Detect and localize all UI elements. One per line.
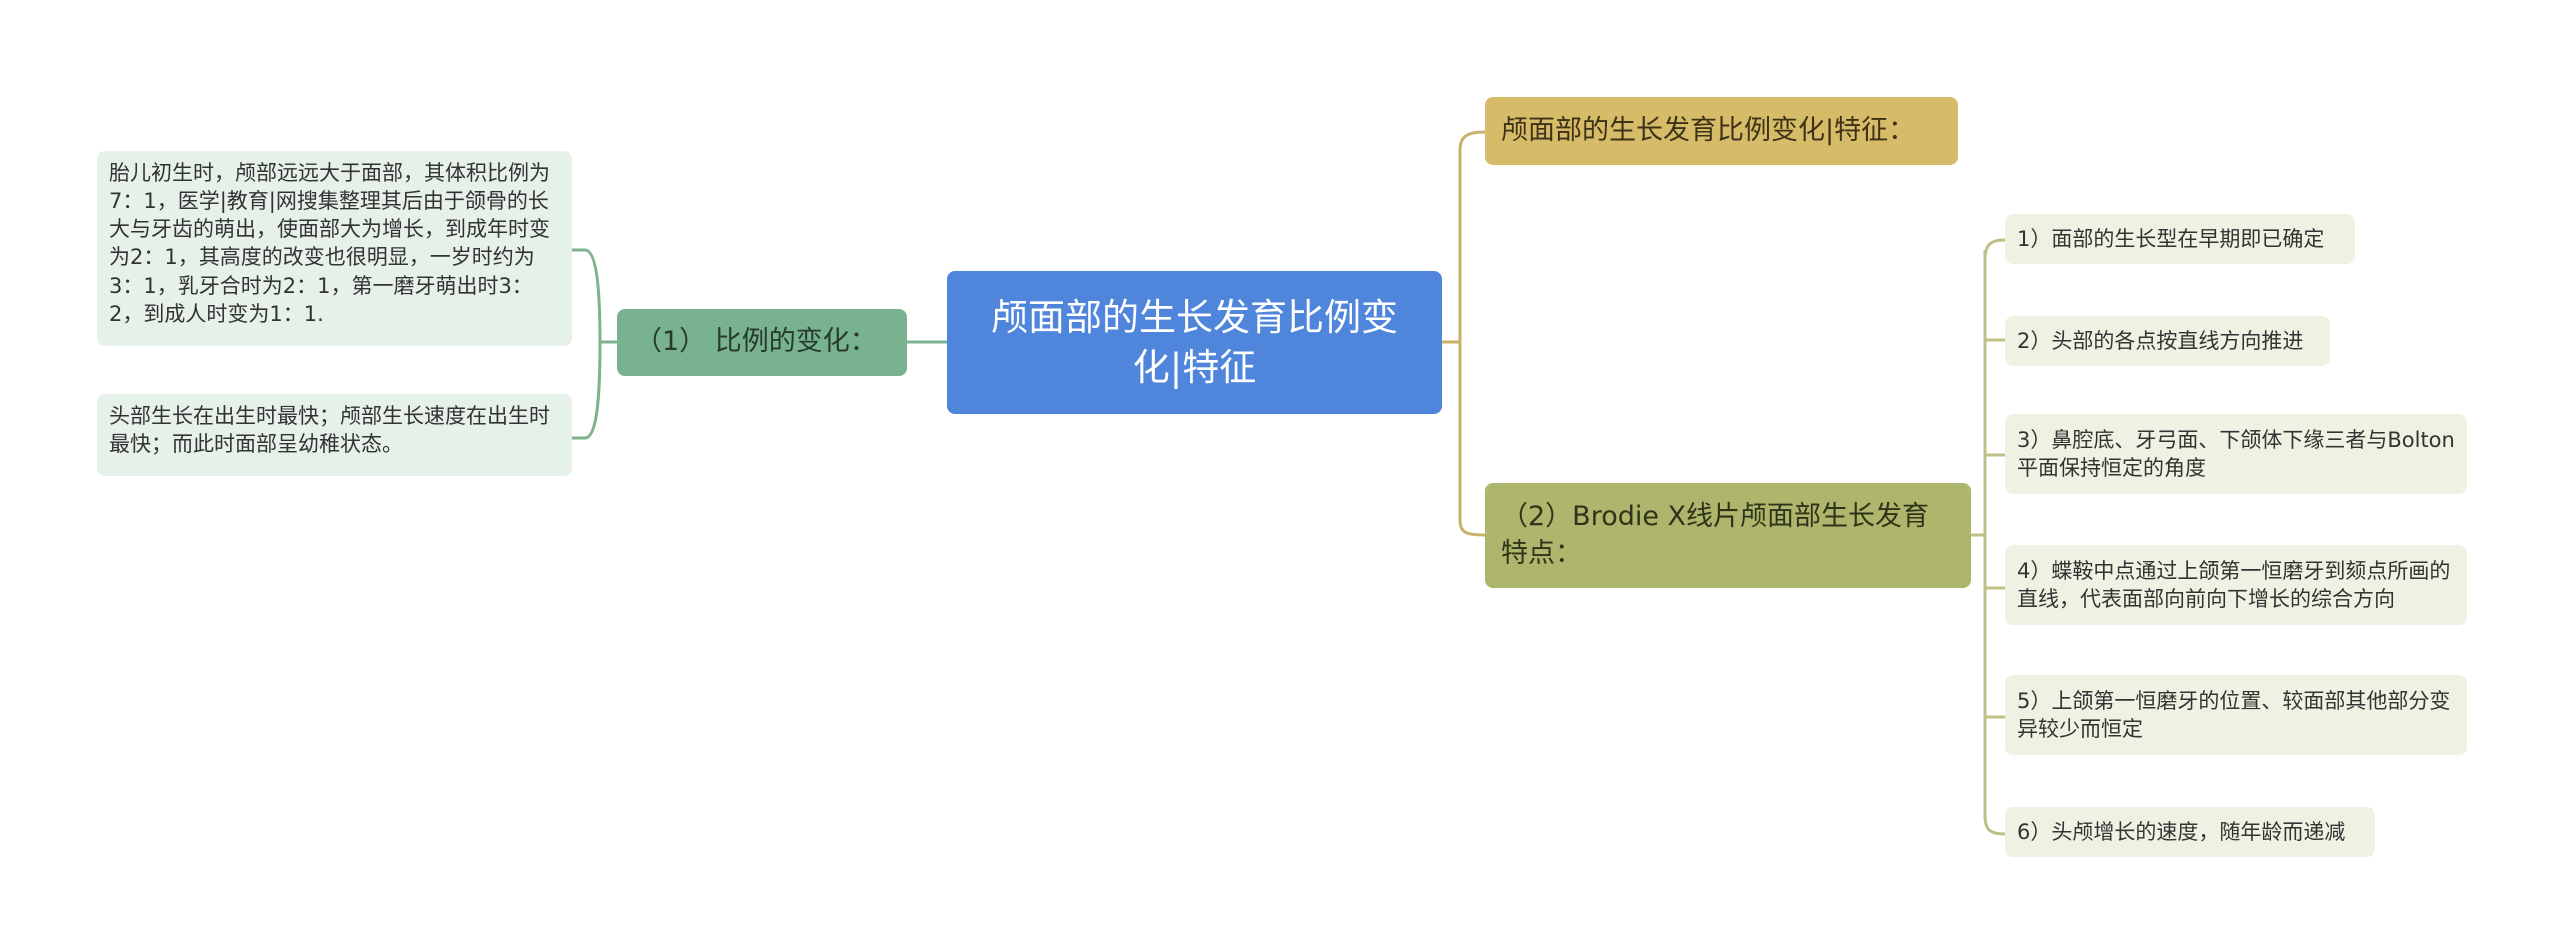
leaf-brodie-2-text: 2）头部的各点按直线方向推进: [2017, 328, 2304, 353]
connector-left-leaves: [572, 248, 617, 440]
leaf-brodie-3-text: 3）鼻腔底、牙弓面、下颌体下缘三者与Bolton平面保持恒定的角度: [2017, 427, 2455, 480]
leaf-brodie-4[interactable]: 4）蝶鞍中点通过上颌第一恒磨牙到颏点所画的直线，代表面部向前向下增长的综合方向: [2005, 545, 2467, 625]
connector-root-right: [1442, 130, 1486, 537]
leaf-brodie-2[interactable]: 2）头部的各点按直线方向推进: [2005, 316, 2330, 366]
connector-right-leaves: [1971, 238, 2006, 836]
leaf-fetal-proportion[interactable]: 胎儿初生时，颅部远远大于面部，其体积比例为7：1，医学|教育|网搜集整理其后由于…: [97, 151, 572, 346]
branch-proportion-change[interactable]: （1） 比例的变化：: [617, 309, 907, 376]
leaf-brodie-4-text: 4）蝶鞍中点通过上颌第一恒磨牙到颏点所画的直线，代表面部向前向下增长的综合方向: [2017, 558, 2451, 611]
leaf-brodie-1[interactable]: 1）面部的生长型在早期即已确定: [2005, 214, 2355, 264]
leaf-growth-speed-text: 头部生长在出生时最快；颅部生长速度在出生时最快；而此时面部呈幼稚状态。: [109, 404, 550, 457]
branch-growth-features[interactable]: 颅面部的生长发育比例变化|特征：: [1485, 97, 1958, 165]
leaf-brodie-6[interactable]: 6）头颅增长的速度，随年龄而递减: [2005, 807, 2375, 857]
branch-brodie-features[interactable]: （2）Brodie X线片颅面部生长发育特点：: [1485, 483, 1971, 588]
root-topic[interactable]: 颅面部的生长发育比例变化|特征: [947, 271, 1442, 414]
leaf-growth-speed[interactable]: 头部生长在出生时最快；颅部生长速度在出生时最快；而此时面部呈幼稚状态。: [97, 394, 572, 476]
root-topic-label: 颅面部的生长发育比例变化|特征: [991, 295, 1398, 389]
leaf-brodie-3[interactable]: 3）鼻腔底、牙弓面、下颌体下缘三者与Bolton平面保持恒定的角度: [2005, 414, 2467, 494]
branch-brodie-features-label: （2）Brodie X线片颅面部生长发育特点：: [1501, 501, 1930, 569]
leaf-brodie-6-text: 6）头颅增长的速度，随年龄而递减: [2017, 819, 2346, 844]
leaf-brodie-1-text: 1）面部的生长型在早期即已确定: [2017, 226, 2325, 251]
branch-growth-features-label: 颅面部的生长发育比例变化|特征：: [1501, 114, 1916, 146]
branch-proportion-change-label: （1） 比例的变化：: [635, 326, 877, 358]
leaf-brodie-5-text: 5）上颌第一恒磨牙的位置、较面部其他部分变异较少而恒定: [2017, 688, 2451, 741]
leaf-fetal-proportion-text: 胎儿初生时，颅部远远大于面部，其体积比例为7：1，医学|教育|网搜集整理其后由于…: [109, 161, 550, 326]
leaf-brodie-5[interactable]: 5）上颌第一恒磨牙的位置、较面部其他部分变异较少而恒定: [2005, 675, 2467, 755]
